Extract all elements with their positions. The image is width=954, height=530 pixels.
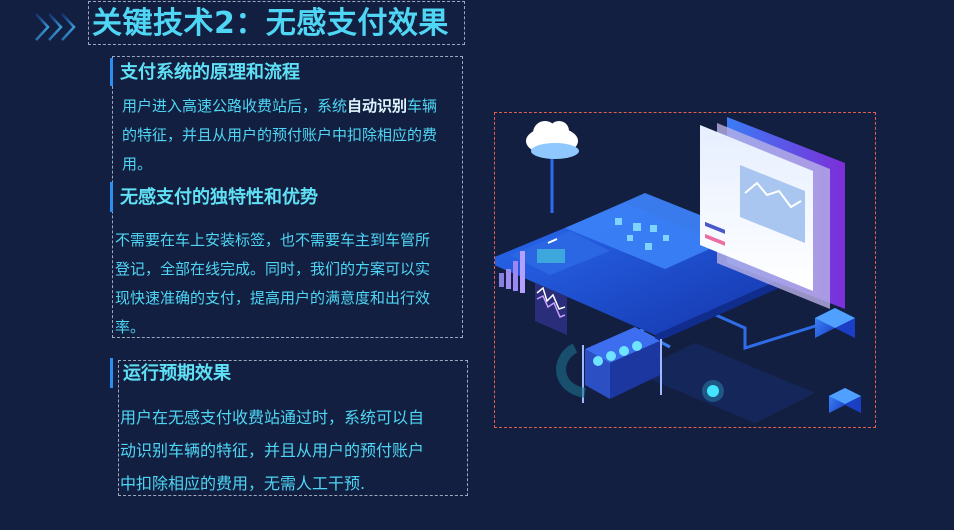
section-accent-bar [110, 58, 113, 86]
triple-chevron-right-icon [34, 12, 80, 42]
section-frame-3 [118, 360, 468, 496]
section-accent-bar [110, 182, 113, 212]
isometric-platform-illustration [495, 117, 861, 423]
section-body-expected: 用户在无感支付收费站通过时，系统可以自 动识别车辆的特征，并且从用户的预付账户 … [120, 408, 425, 493]
section-heading-expected: 运行预期效果 [123, 363, 231, 384]
section-heading-advantages: 无感支付的独特性和优势 [120, 187, 318, 208]
section-heading-principle: 支付系统的原理和流程 [120, 62, 300, 83]
section-body-principle: 用户进入高速公路收费站后，系统自动识别车辆 的特征，并且从用户的预付账户中扣除相… [122, 97, 438, 173]
section-body-advantages: 不需要在车上安装标签，也不需要车主到车管所 登记，全部在线完成。同时，我们的方案… [115, 231, 431, 336]
section-accent-bar [110, 358, 113, 388]
illustration-frame [494, 112, 876, 428]
page-title: 关键技术2：无感支付效果 [92, 6, 449, 41]
title-frame [88, 1, 465, 45]
